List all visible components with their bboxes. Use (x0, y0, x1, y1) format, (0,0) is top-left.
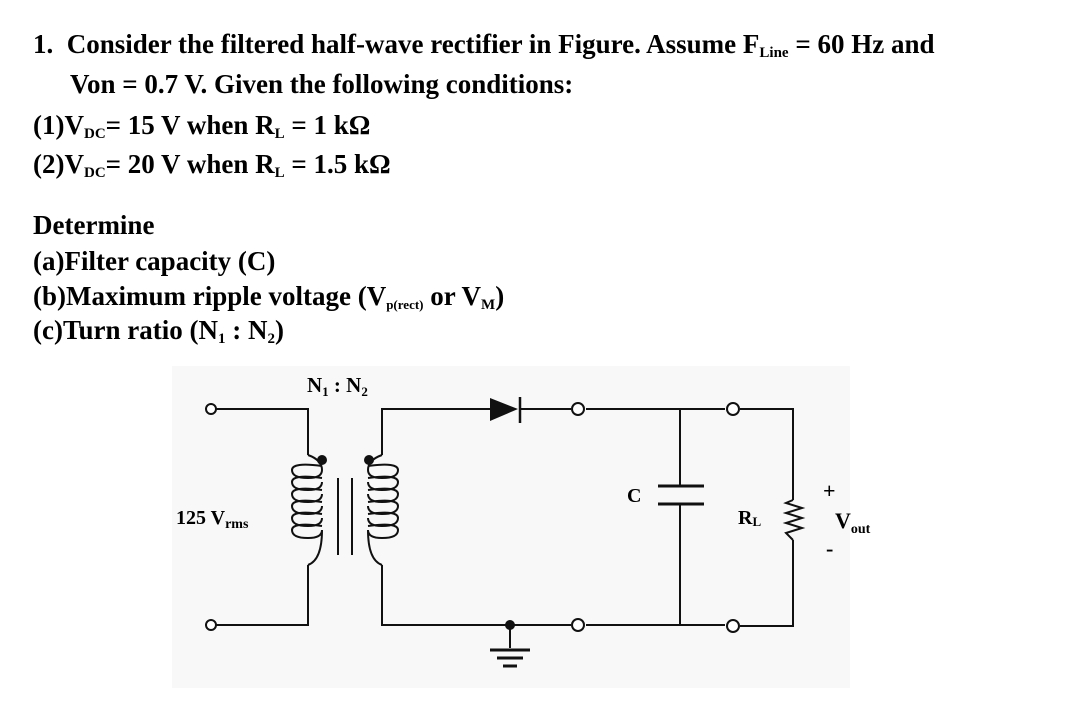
bottom-rail-right (740, 540, 794, 627)
rect-terminal-bottom (571, 618, 585, 632)
task-c: (c)Turn ratio (N1 : N2) (33, 315, 284, 347)
resistor-label: RL (738, 507, 761, 529)
primary-bottom-wire (216, 565, 309, 626)
output-plus: + (823, 478, 836, 503)
turns-ratio-label: N1 : N2 (307, 373, 368, 399)
input-terminal-top (205, 403, 217, 415)
task-a: (a)Filter capacity (C) (33, 246, 276, 276)
output-terminal-top (726, 402, 740, 416)
diode-icon (490, 398, 518, 421)
output-voltage-label: Vout (835, 508, 871, 537)
secondary-coil (366, 454, 400, 566)
problem-number: 1. (33, 29, 54, 59)
top-rail-right (740, 408, 794, 500)
source-voltage-label: 125 Vrms (176, 507, 249, 532)
rect-terminal-top (571, 402, 585, 416)
primary-coil (290, 454, 324, 566)
input-terminal-bottom (205, 619, 217, 631)
primary-polarity-dot (317, 455, 327, 465)
secondary-polarity-dot (364, 455, 374, 465)
task-b: (b)Maximum ripple voltage (Vp(rect) or V… (33, 281, 505, 313)
output-terminal-bottom (726, 619, 740, 633)
resistor (782, 499, 806, 541)
output-minus: - (826, 536, 833, 561)
determine-heading: Determine (33, 210, 155, 240)
primary-top-wire (216, 408, 309, 455)
capacitor-label: C (627, 485, 641, 507)
ground-junction-dot (505, 620, 515, 630)
problem-line-1: 1. Consider the filtered half-wave recti… (33, 29, 935, 61)
secondary-top-wire (381, 408, 490, 455)
problem-line-2: Von = 0.7 V. Given the following conditi… (70, 69, 574, 99)
condition-1: (1)VDC= 15 V when RL = 1 kΩ (33, 110, 371, 142)
condition-2: (2)VDC= 20 V when RL = 1.5 kΩ (33, 149, 391, 181)
